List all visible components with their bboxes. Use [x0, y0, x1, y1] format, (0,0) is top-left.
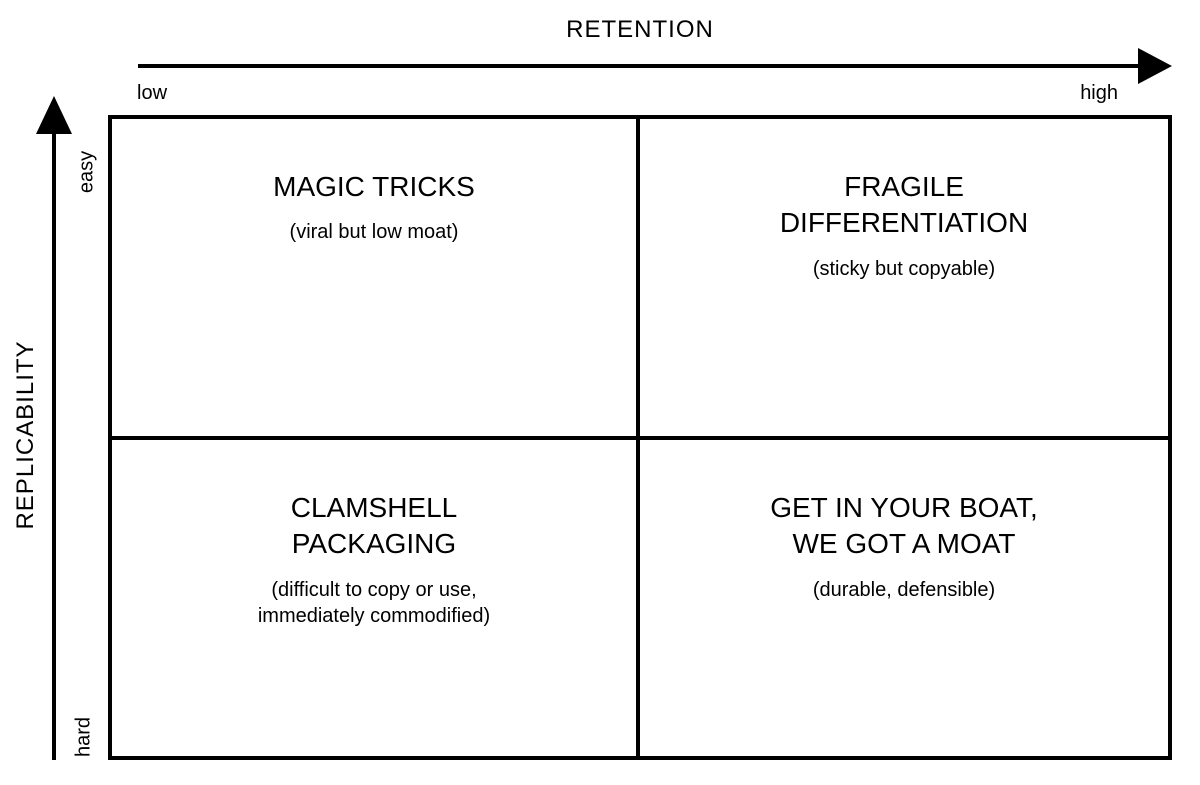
quadrant-title: GET IN YOUR BOAT, WE GOT A MOAT	[770, 492, 1038, 560]
x-axis-title: RETENTION	[566, 16, 714, 43]
x-axis-high-label: high	[1080, 82, 1118, 104]
up-arrowhead-icon	[36, 96, 72, 134]
quadrant-top-right: FRAGILE DIFFERENTIATION (sticky but copy…	[640, 119, 1168, 440]
quadrant-title: CLAMSHELL PACKAGING	[290, 492, 458, 560]
quadrant-bottom-right: GET IN YOUR BOAT, WE GOT A MOAT (durable…	[640, 440, 1168, 756]
quadrant-title: FRAGILE DIFFERENTIATION	[779, 171, 1029, 239]
quadrant-subtitle: (sticky but copyable)	[812, 257, 996, 280]
y-axis-easy-label: easy	[75, 150, 98, 194]
quadrant-top-left: MAGIC TRICKS (viral but low moat)	[112, 119, 640, 440]
matrix-grid: MAGIC TRICKS (viral but low moat) FRAGIL…	[108, 115, 1172, 760]
y-axis-title: REPLICABILITY	[12, 340, 39, 530]
y-axis-hard-label: hard	[72, 716, 95, 758]
quadrant-subtitle: (difficult to copy or use, immediately c…	[257, 578, 491, 627]
quadrant-subtitle: (durable, defensible)	[812, 578, 996, 601]
right-arrowhead-icon	[1138, 48, 1172, 84]
quadrant-subtitle: (viral but low moat)	[289, 221, 459, 244]
x-axis-low-label: low	[137, 82, 168, 104]
quadrant-title: MAGIC TRICKS	[273, 171, 475, 202]
quadrant-bottom-left: CLAMSHELL PACKAGING (difficult to copy o…	[112, 440, 640, 756]
